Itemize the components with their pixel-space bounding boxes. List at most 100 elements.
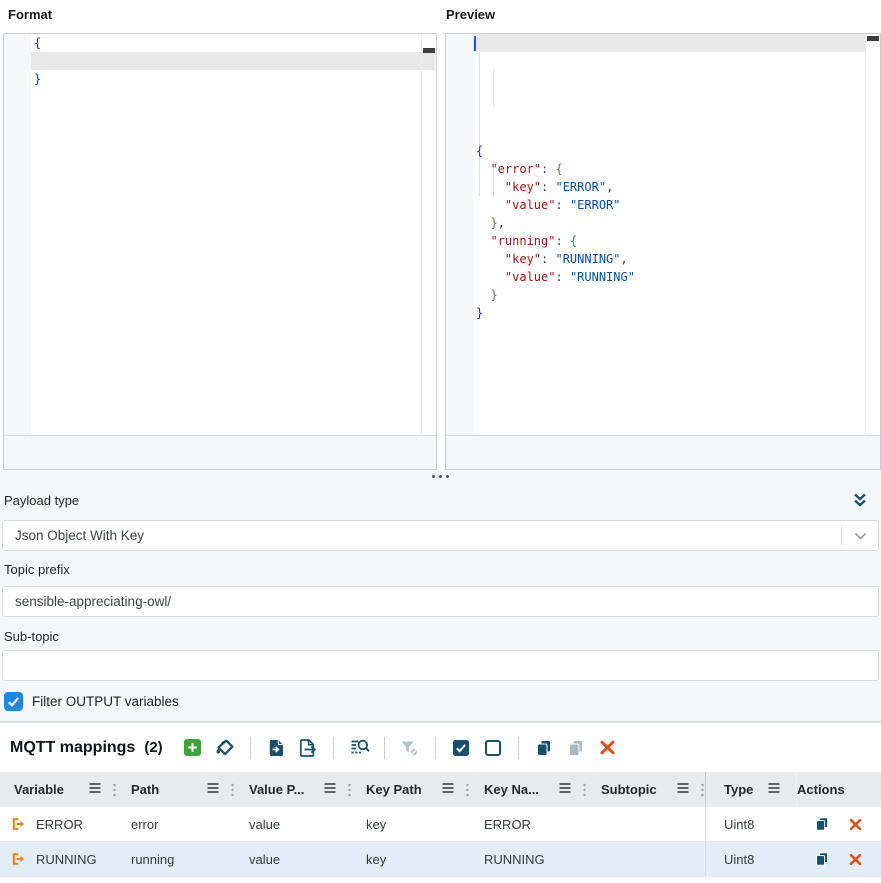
code-line[interactable]: "value": "ERROR": [504, 198, 621, 212]
column-header-actions[interactable]: Actions: [796, 772, 881, 807]
vertical-scrollbar[interactable]: [421, 34, 436, 436]
column-menu-icon[interactable]: [676, 782, 690, 794]
code-line[interactable]: "key": "RUNNING",: [504, 252, 628, 266]
payload-type-value: Json Object With Key: [15, 528, 145, 543]
column-resize-handle[interactable]: [582, 782, 587, 798]
toolbar-buttons: [177, 735, 624, 761]
import-mappings-button[interactable]: [263, 735, 289, 761]
auto-fill-button[interactable]: [212, 735, 238, 761]
cell-actions: [796, 807, 881, 841]
filter-output-checkbox[interactable]: [4, 692, 23, 711]
add-icon: [184, 739, 202, 756]
column-resize-handle[interactable]: [347, 782, 352, 798]
column-menu-icon[interactable]: [88, 782, 102, 794]
code-line[interactable]: },: [490, 216, 505, 230]
paste-icon: [568, 739, 583, 756]
search-mappings-button[interactable]: [346, 735, 372, 761]
delete-row-button[interactable]: [847, 850, 865, 868]
copy-icon: [815, 852, 828, 866]
toolbar-divider: [434, 736, 436, 759]
active-line-highlight: [473, 34, 866, 52]
column-resize-handle[interactable]: [465, 782, 470, 798]
column-header-variable[interactable]: Variable: [0, 772, 117, 807]
scrollbar-thumb[interactable]: [423, 48, 435, 53]
editor-gutter: [4, 34, 31, 436]
code-line[interactable]: }: [490, 288, 498, 302]
mappings-toolbar: MQTT mappings (2): [0, 722, 881, 772]
column-label: Subtopic: [601, 782, 657, 797]
vertical-scrollbar[interactable]: [865, 34, 880, 436]
paste-button[interactable]: [563, 735, 589, 761]
code-line[interactable]: "running": {: [490, 234, 578, 248]
output-variable-icon: [12, 818, 24, 830]
payload-type-label: Payload type: [4, 493, 80, 508]
column-header-path[interactable]: Path: [117, 772, 235, 807]
preview-code-area[interactable]: { "error": { "key": "ERROR", "value": "E…: [473, 34, 866, 436]
column-header-key-path[interactable]: Key Path: [352, 772, 470, 807]
delete-selected-button[interactable]: [595, 735, 621, 761]
cell-value-path: value: [249, 816, 281, 832]
sub-topic-input[interactable]: [2, 650, 879, 681]
code-line[interactable]: {: [34, 36, 42, 50]
format-code-area[interactable]: {}: [31, 34, 422, 436]
copy-row-button[interactable]: [813, 850, 831, 868]
select-all-checkbox-icon: [452, 739, 469, 756]
column-menu-icon[interactable]: [323, 782, 337, 794]
delete-row-button[interactable]: [847, 815, 865, 833]
collapse-section-button[interactable]: [852, 491, 868, 511]
filter-toggle-button[interactable]: [397, 735, 423, 761]
column-header-value-p[interactable]: Value P...: [235, 772, 352, 807]
column-header-type[interactable]: Type: [705, 772, 796, 807]
delete-x-icon: [600, 740, 615, 755]
column-resize-handle[interactable]: [112, 782, 117, 798]
cell-path: running: [131, 851, 175, 867]
preview-editor-panel: { "error": { "key": "ERROR", "value": "E…: [445, 33, 881, 470]
scrollbar-thumb[interactable]: [867, 36, 879, 41]
code-line[interactable]: "value": "RUNNING": [504, 270, 635, 284]
code-line[interactable]: "key": "ERROR",: [504, 180, 614, 194]
column-header-key-na[interactable]: Key Na...: [470, 772, 587, 807]
mappings-count: (2): [144, 739, 163, 756]
column-menu-icon[interactable]: [441, 782, 455, 794]
code-line[interactable]: [34, 52, 422, 70]
deselect-all-button[interactable]: [480, 735, 506, 761]
column-resize-handle[interactable]: [700, 782, 705, 798]
auto-fill-bucket-icon: [216, 739, 234, 755]
column-menu-icon[interactable]: [558, 782, 572, 794]
filter-output-label: Filter OUTPUT variables: [32, 694, 179, 709]
column-label: Actions: [797, 782, 845, 797]
column-menu-icon[interactable]: [206, 782, 220, 794]
editor-footer: [446, 435, 880, 469]
column-menu-icon[interactable]: [767, 782, 781, 794]
column-label: Type: [724, 782, 754, 797]
code-line[interactable]: }: [476, 306, 484, 320]
column-label: Value P...: [249, 782, 305, 797]
topic-prefix-input[interactable]: [2, 586, 879, 617]
select-all-button[interactable]: [448, 735, 474, 761]
cell-key-path: key: [366, 851, 387, 867]
copy-row-button[interactable]: [813, 815, 831, 833]
copy-icon: [815, 817, 828, 831]
code-line[interactable]: {: [476, 144, 484, 158]
code-line[interactable]: "error": {: [490, 162, 563, 176]
delete-x-icon: [849, 853, 862, 865]
column-header-subtopic[interactable]: Subtopic: [587, 772, 705, 807]
editor-footer: [4, 435, 436, 469]
chevron-down-icon: [842, 532, 878, 540]
code-line[interactable]: }: [34, 72, 42, 86]
active-line-highlight: [31, 52, 435, 70]
panel-resize-handle[interactable]: [0, 470, 881, 483]
filter-off-icon: [401, 741, 419, 756]
cell-key-name: ERROR: [484, 816, 531, 832]
copy-selected-button[interactable]: [531, 735, 557, 761]
export-mappings-button[interactable]: [295, 735, 321, 761]
payload-type-select[interactable]: Json Object With Key: [2, 520, 879, 551]
deselect-all-checkbox-icon: [484, 739, 501, 756]
column-resize-handle[interactable]: [230, 782, 235, 798]
variable-name: RUNNING: [36, 851, 97, 867]
add-mapping-button[interactable]: [180, 735, 206, 761]
